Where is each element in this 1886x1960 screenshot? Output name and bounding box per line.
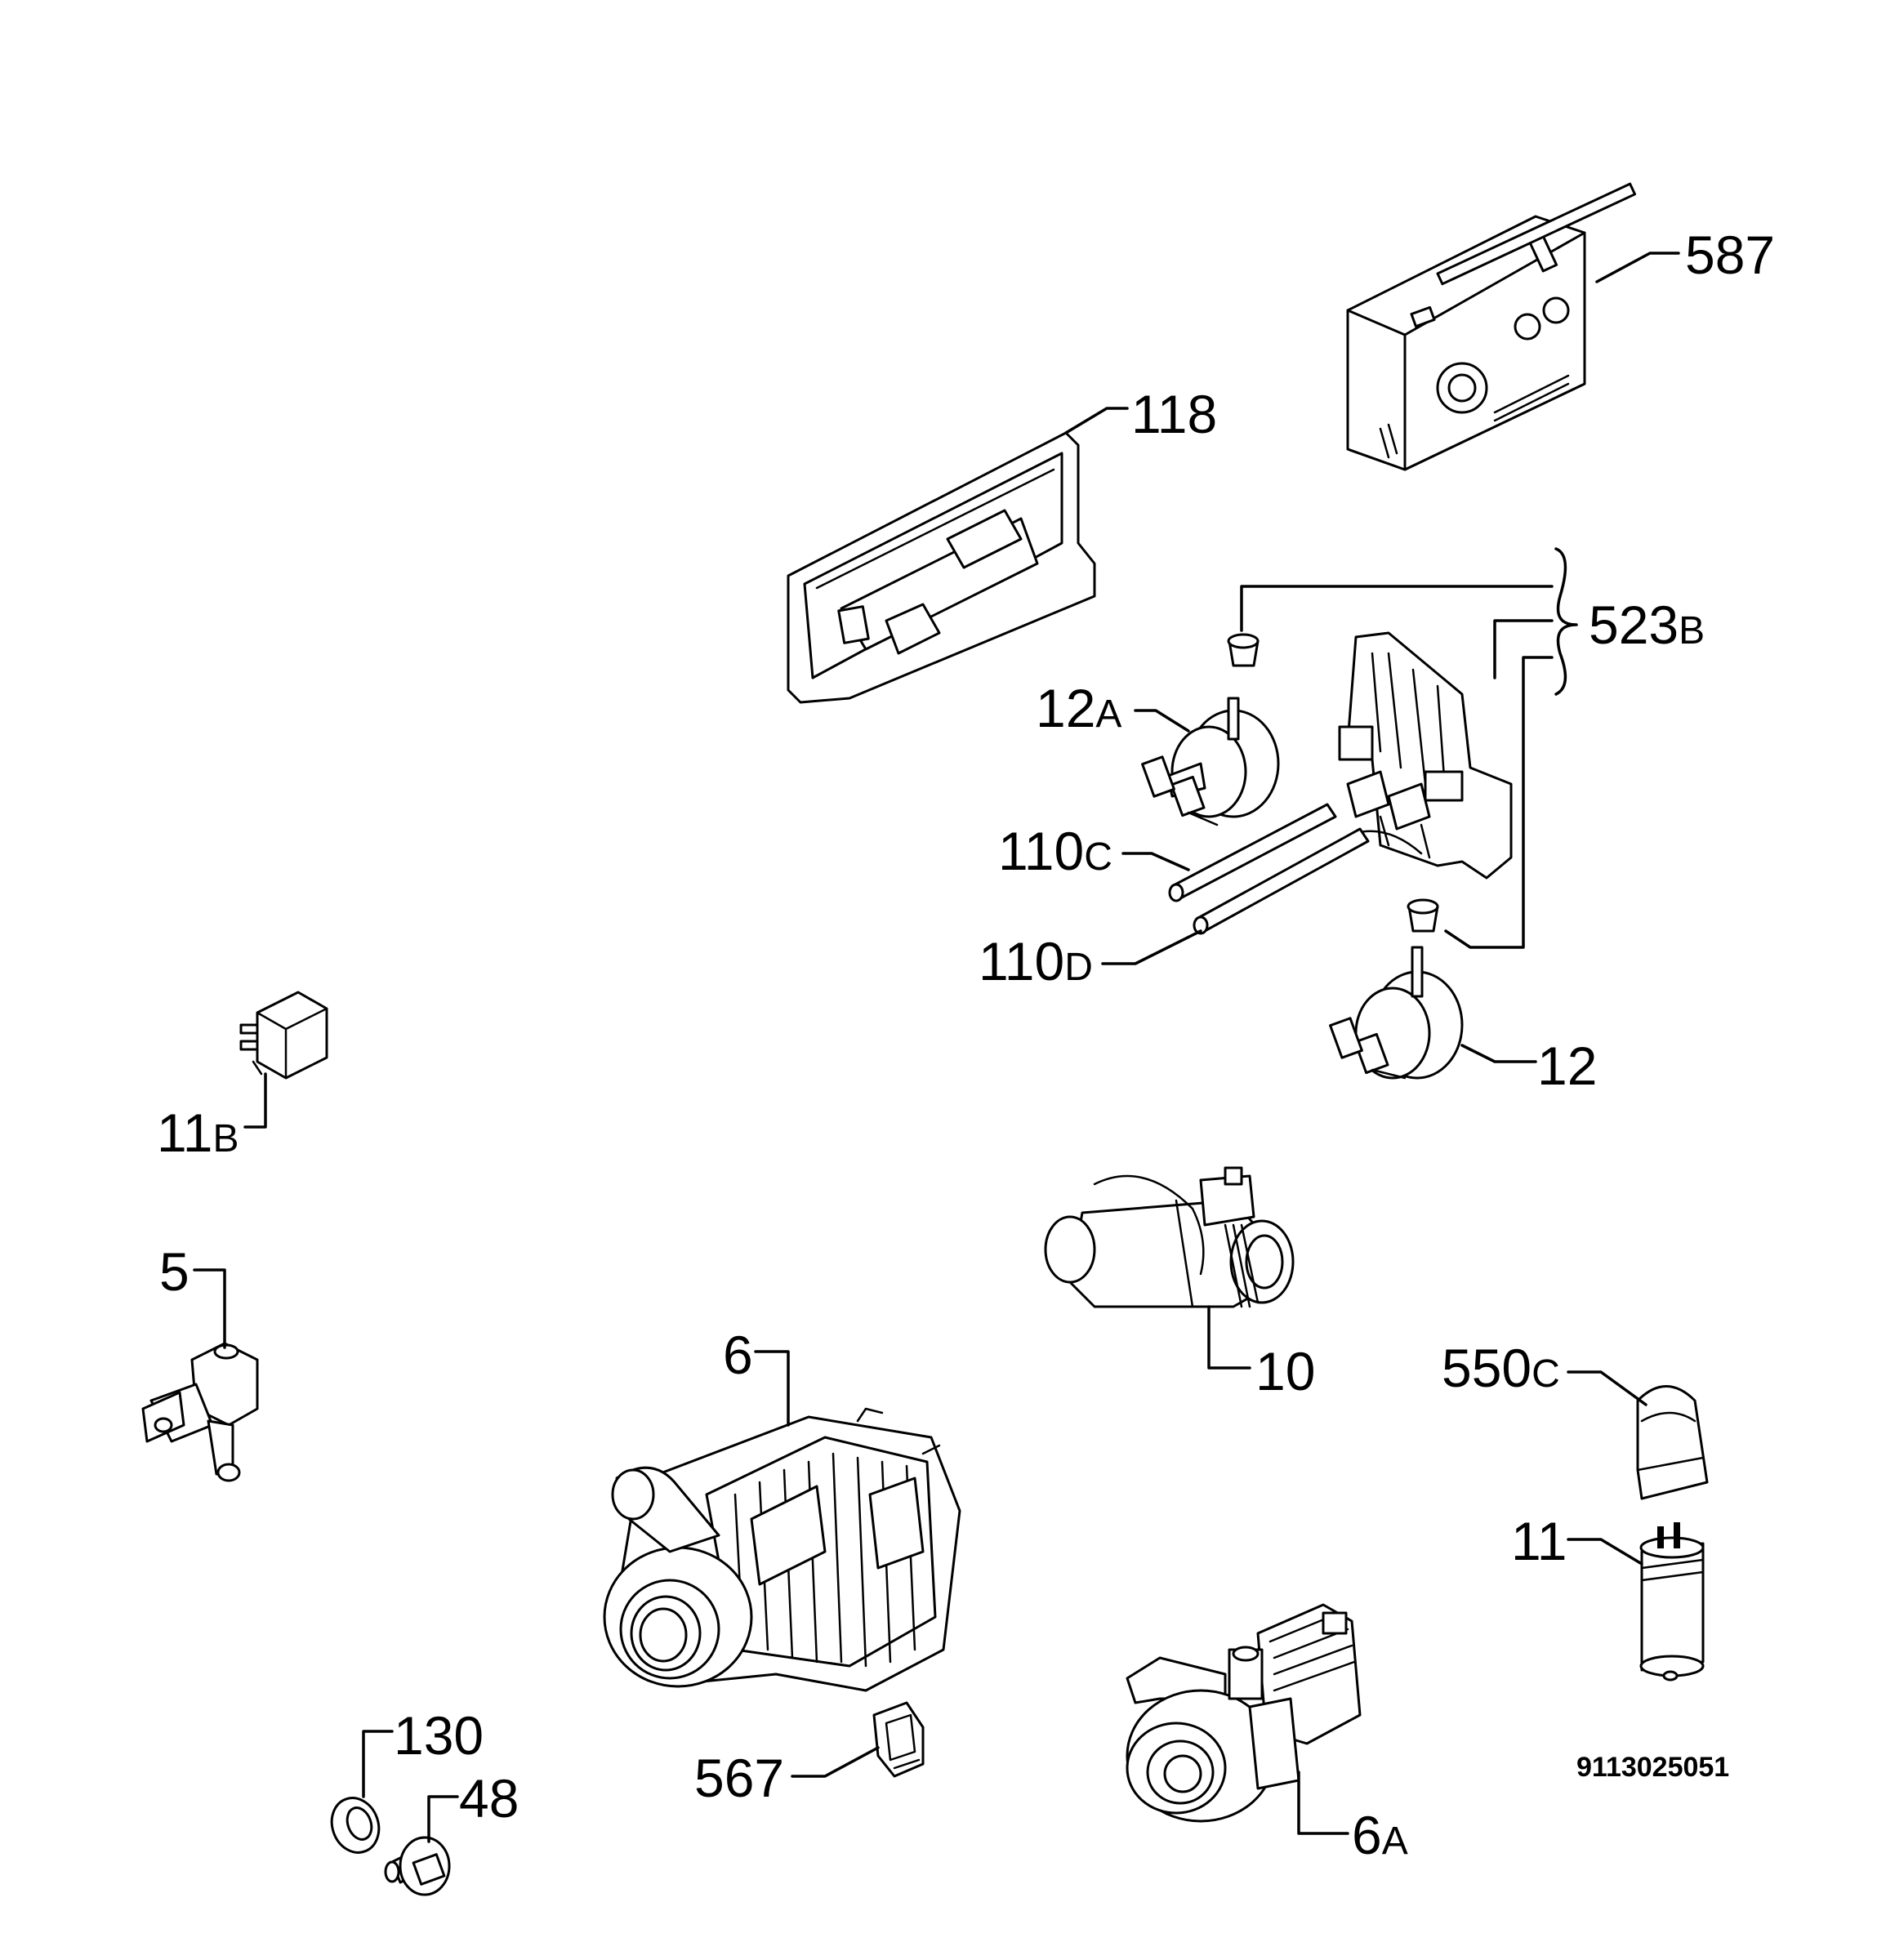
callout-587: 587 xyxy=(1685,225,1775,285)
callout-12a-suffix: A xyxy=(1095,693,1121,736)
leader-523b-cap xyxy=(1240,585,1554,632)
part-110c-hose xyxy=(1168,803,1337,902)
leader-118 xyxy=(1064,407,1129,434)
part-550c-cap xyxy=(1636,1385,1709,1500)
part-6a-drain-pump xyxy=(1126,1603,1362,1823)
callout-6a: 6A xyxy=(1352,1805,1408,1865)
leader-587 xyxy=(1595,252,1680,283)
callout-567: 567 xyxy=(694,1748,784,1808)
callout-12a-num: 12 xyxy=(1036,678,1095,738)
part-11b-relay xyxy=(239,991,328,1080)
leader-550c xyxy=(1567,1370,1647,1406)
part-130-seal xyxy=(330,1797,381,1854)
leader-110c xyxy=(1121,852,1190,871)
leader-523b-block xyxy=(1493,619,1554,679)
bracket-523b xyxy=(1554,547,1578,696)
leader-6 xyxy=(754,1350,790,1427)
callout-6a-suffix: A xyxy=(1382,1820,1408,1863)
leader-11 xyxy=(1567,1538,1643,1566)
part-12a-pressure-switch xyxy=(1141,697,1280,826)
callout-11b-num: 11 xyxy=(157,1102,213,1163)
callout-11b: 11B xyxy=(157,1102,239,1163)
callout-6: 6 xyxy=(723,1325,753,1385)
part-48-plug xyxy=(384,1836,451,1896)
leader-12a xyxy=(1134,709,1190,733)
callout-5: 5 xyxy=(159,1241,189,1302)
part-523b-cap-lower xyxy=(1407,898,1439,933)
callout-550c: 550C xyxy=(1442,1338,1560,1398)
callout-523b: 523B xyxy=(1589,595,1705,655)
callout-110d-suffix: D xyxy=(1064,946,1093,989)
leader-11b xyxy=(243,1072,267,1129)
callout-118: 118 xyxy=(1131,384,1217,444)
callout-550c-suffix: C xyxy=(1532,1352,1560,1396)
part-118-door-interlock xyxy=(787,431,1096,704)
leader-48 xyxy=(427,1795,459,1843)
callout-12a: 12A xyxy=(1036,678,1121,738)
leader-6a xyxy=(1297,1771,1349,1835)
callout-110c: 110C xyxy=(998,821,1112,881)
callout-523b-suffix: B xyxy=(1679,609,1705,653)
part-110d-hose xyxy=(1193,827,1370,935)
callout-130: 130 xyxy=(394,1705,484,1766)
callout-12: 12 xyxy=(1537,1036,1597,1096)
part-567-clip xyxy=(872,1701,925,1778)
leader-130 xyxy=(362,1730,394,1798)
leader-12 xyxy=(1460,1044,1537,1063)
part-10-heater xyxy=(1044,1166,1295,1308)
callout-6a-num: 6 xyxy=(1352,1805,1382,1865)
callout-550c-num: 550 xyxy=(1442,1338,1532,1398)
callout-10: 10 xyxy=(1255,1341,1315,1401)
diagram-id: 9113025051 xyxy=(1576,1752,1729,1783)
callout-48: 48 xyxy=(459,1768,519,1829)
leader-523b-cap2 xyxy=(1444,656,1554,949)
part-12-pressure-switch xyxy=(1329,946,1464,1080)
callout-110d: 110D xyxy=(979,931,1093,991)
part-6-circulation-motor xyxy=(603,1407,961,1692)
callout-110d-num: 110 xyxy=(979,931,1064,991)
part-5-solenoid-valve xyxy=(141,1342,259,1482)
part-523b-air-chamber xyxy=(1338,631,1513,880)
part-587-control-module xyxy=(1346,182,1637,471)
callout-523b-num: 523 xyxy=(1589,595,1679,655)
leader-567 xyxy=(791,1746,880,1778)
part-11-capacitor xyxy=(1639,1522,1705,1682)
leader-10 xyxy=(1207,1305,1251,1370)
callout-110c-suffix: C xyxy=(1084,835,1112,879)
leader-5 xyxy=(193,1268,226,1349)
leader-110d xyxy=(1101,929,1202,965)
callout-11: 11 xyxy=(1511,1511,1567,1571)
part-523b-cap-upper xyxy=(1227,633,1260,667)
callout-110c-num: 110 xyxy=(998,821,1084,881)
callout-11b-suffix: B xyxy=(213,1117,239,1160)
